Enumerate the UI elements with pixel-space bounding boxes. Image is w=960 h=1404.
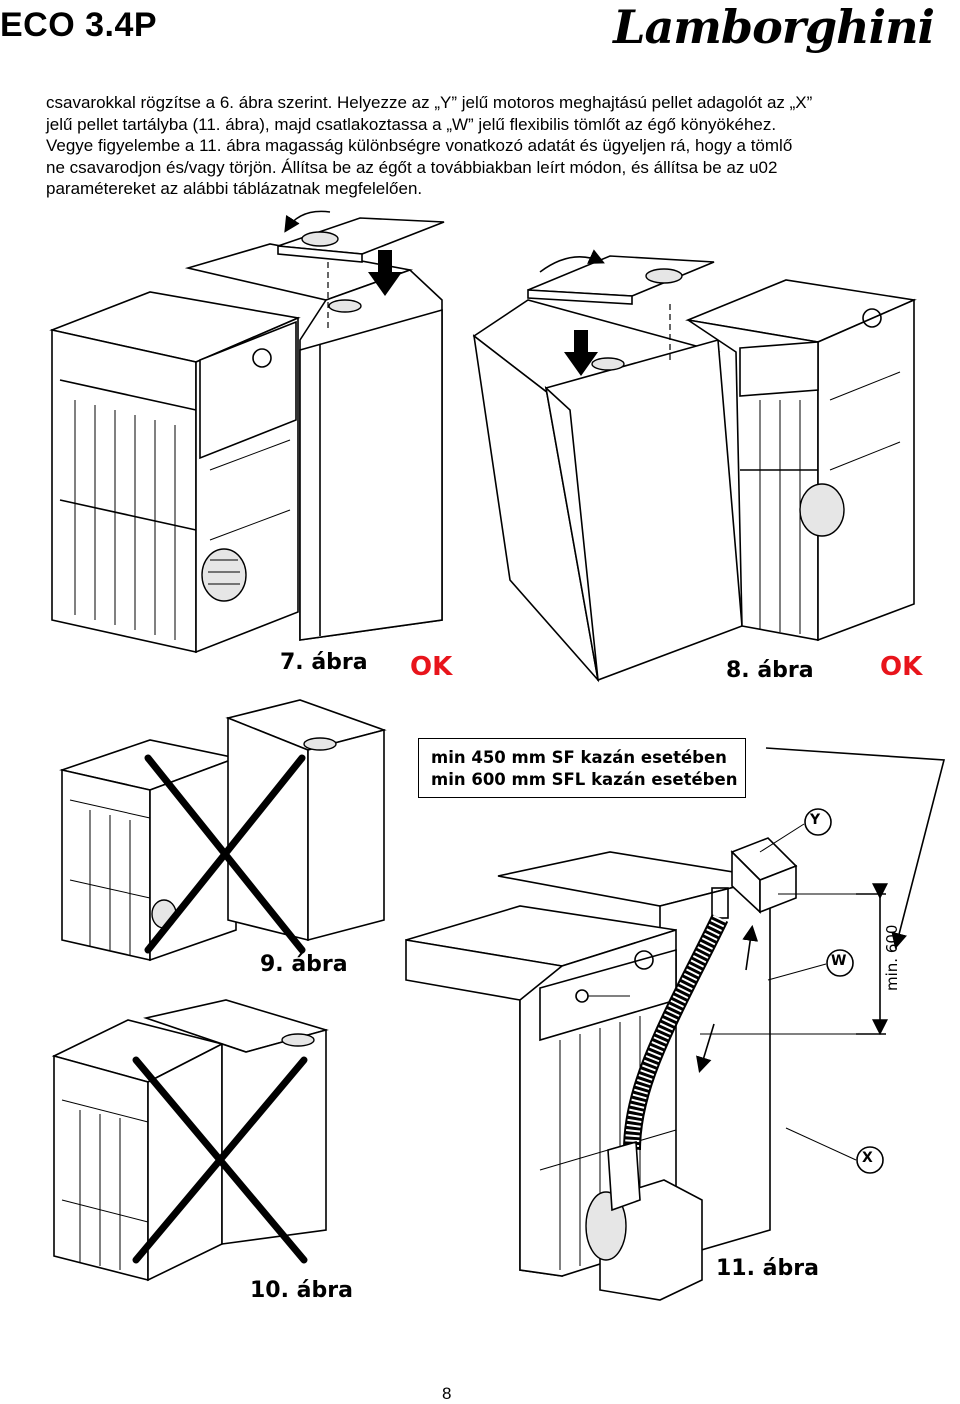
height-note-box: min 450 mm SF kazán esetében min 600 mm …	[418, 738, 746, 798]
figure-9-drawing	[59, 699, 387, 962]
figure-7-drawing	[49, 210, 445, 654]
figure-10-caption: 10. ábra	[250, 1278, 353, 1303]
figure-11-drawing	[405, 747, 946, 1301]
figure-7-ok: OK	[410, 652, 453, 682]
paragraph-line: Vegye figyelembe a 11. ábra magasság kül…	[46, 136, 793, 155]
paragraph-line: jelű pellet tartályba (11. ábra), majd c…	[46, 114, 777, 134]
label-w: W	[831, 953, 847, 969]
instruction-paragraph: csavarokkal rögzítse a 6. ábra szerint. …	[46, 92, 926, 200]
paragraph-line: paramétereket az alábbi táblázatnak megf…	[46, 179, 423, 198]
page-number: 8	[442, 1384, 452, 1403]
model-title: ECO 3.4P	[0, 6, 158, 44]
dimension-label: min. 600	[883, 924, 901, 991]
paragraph-line: csavarokkal rögzítse a 6. ábra szerint. …	[46, 93, 813, 112]
brand-logo: Lamborghini	[613, 0, 935, 54]
note-line-sfl: min 600 mm SFL kazán esetében	[431, 770, 738, 789]
figure-7-caption: 7. ábra	[280, 650, 368, 675]
figure-10-drawing	[51, 999, 329, 1282]
figure-9-caption: 9. ábra	[260, 952, 348, 977]
label-y: Y	[810, 812, 821, 828]
note-line-sf: min 450 mm SF kazán esetében	[431, 748, 727, 767]
figure-8-caption: 8. ábra	[726, 658, 814, 683]
figure-8-drawing	[472, 249, 917, 683]
figure-11-caption: 11. ábra	[716, 1256, 819, 1281]
figure-8-ok: OK	[880, 652, 923, 682]
label-x: X	[862, 1150, 873, 1166]
paragraph-line: ne csavarodjon és/vagy törjön. Állítsa b…	[46, 157, 778, 177]
